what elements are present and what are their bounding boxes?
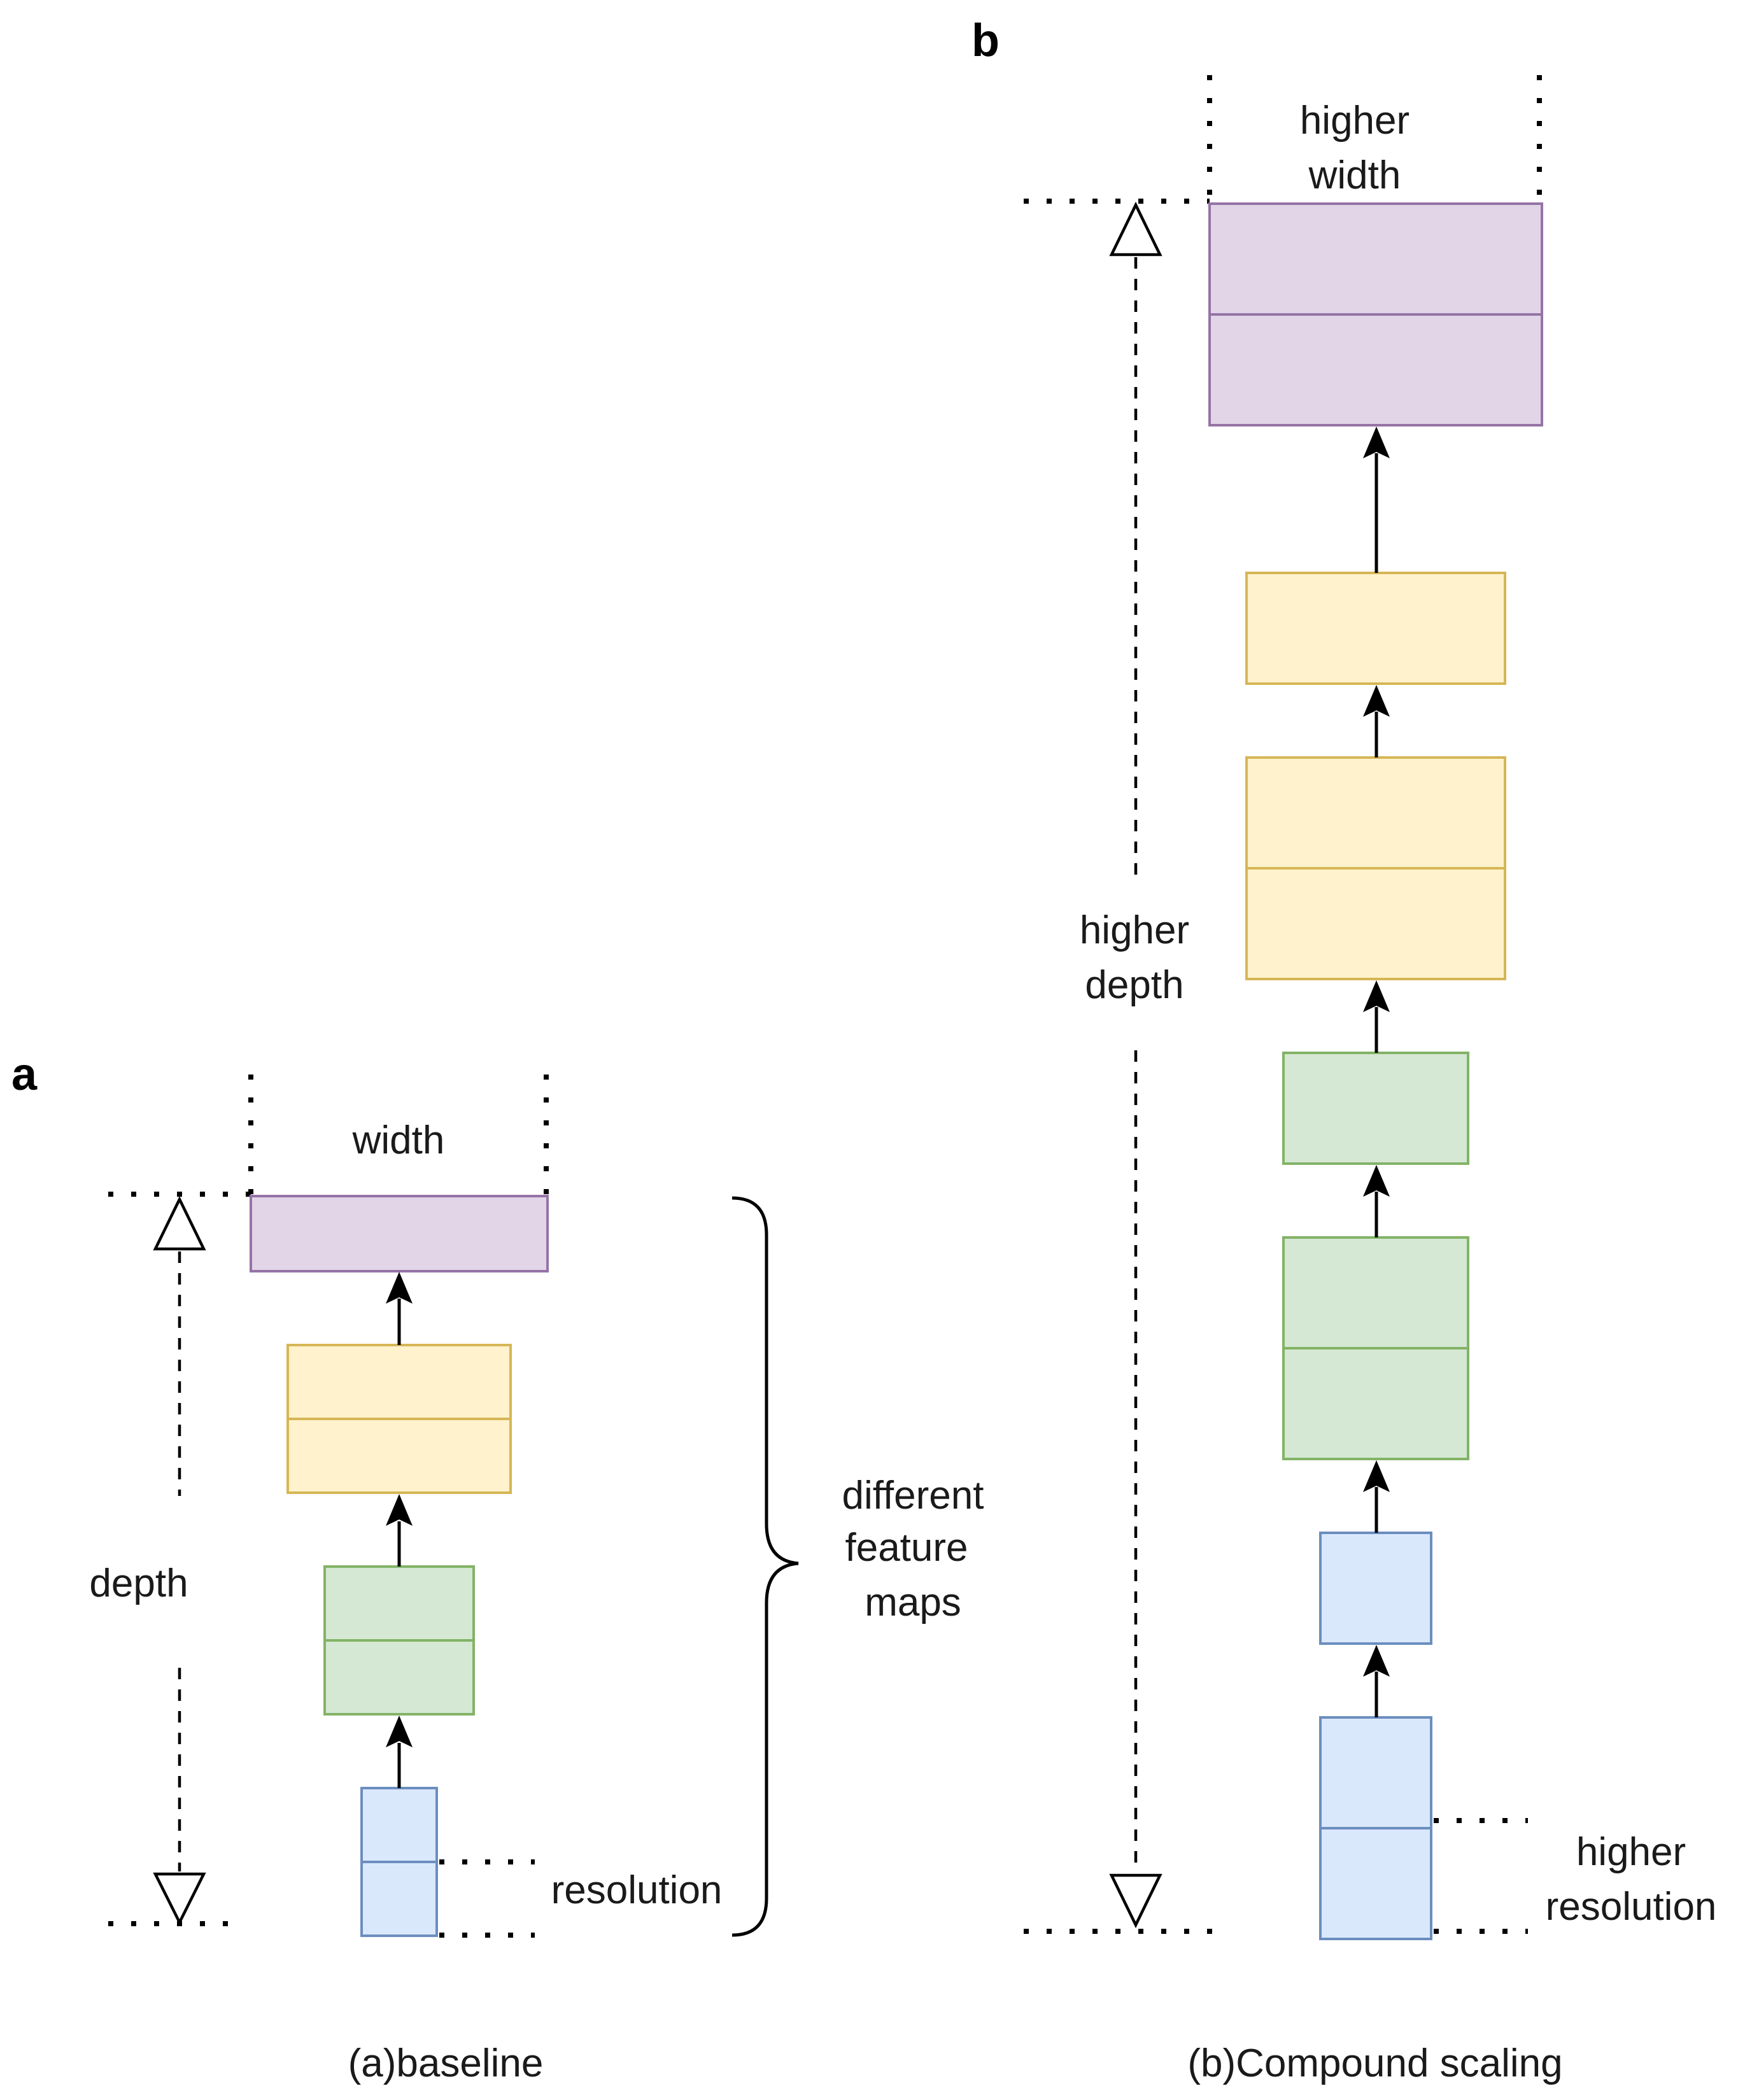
caption-b: (b)Compound scaling bbox=[1187, 2041, 1562, 2085]
panel-a: a width depth bbox=[11, 1049, 984, 2085]
flow-arrow bbox=[1363, 426, 1390, 573]
block-yellow-scaled-2 bbox=[1245, 756, 1506, 980]
flow-arrow bbox=[386, 1716, 413, 1788]
arrowhead-icon bbox=[1363, 1645, 1390, 1677]
brace-label: different feature maps bbox=[842, 1474, 984, 1624]
arrowhead-icon bbox=[386, 1272, 413, 1304]
panel-a-label: a bbox=[11, 1049, 38, 1100]
width-label: width bbox=[352, 1118, 445, 1162]
flow-arrow bbox=[386, 1272, 413, 1345]
block-purple-scaled bbox=[1208, 202, 1543, 426]
block-rect bbox=[1282, 1052, 1469, 1165]
flow-arrow bbox=[1363, 1460, 1390, 1533]
block-yellow-baseline bbox=[286, 1344, 512, 1494]
depth-indicator: depth bbox=[89, 1195, 206, 1926]
block-green-scaled-1 bbox=[1282, 1052, 1469, 1165]
block-blue-baseline bbox=[360, 1787, 438, 1937]
block-rect bbox=[1319, 1532, 1432, 1645]
depth-indicator: higher depth bbox=[1080, 201, 1189, 1929]
block-green-baseline bbox=[323, 1565, 475, 1716]
arrowhead-icon bbox=[1363, 980, 1390, 1012]
arrowhead-icon bbox=[1363, 685, 1390, 717]
depth-arrow-up-icon bbox=[153, 1195, 206, 1251]
resolution-label: resolution bbox=[551, 1868, 723, 1912]
higher-width-label: higher width bbox=[1300, 99, 1409, 197]
arrowhead-icon bbox=[1363, 426, 1390, 458]
higher-resolution-line-1: higher bbox=[1576, 1830, 1686, 1874]
depth-arrow-down-icon bbox=[153, 1872, 206, 1926]
brace-label-line-1: different bbox=[842, 1474, 984, 1518]
brace-label-line-3: maps bbox=[865, 1581, 961, 1624]
depth-arrow-up-icon bbox=[1109, 201, 1162, 257]
block-rect bbox=[250, 1195, 549, 1272]
higher-depth-line-2: depth bbox=[1085, 963, 1183, 1007]
flow-arrow bbox=[1363, 980, 1390, 1053]
panel-b-label: b bbox=[971, 15, 1000, 66]
block-blue-scaled-1 bbox=[1319, 1532, 1432, 1645]
block-yellow-scaled-1 bbox=[1245, 572, 1506, 685]
block-rect bbox=[1245, 572, 1506, 685]
depth-arrow-down-icon bbox=[1109, 1873, 1162, 1929]
block-purple-baseline bbox=[250, 1195, 549, 1272]
arrowhead-icon bbox=[1363, 1460, 1390, 1492]
arrowhead-icon bbox=[386, 1716, 413, 1747]
higher-width-line-1: higher bbox=[1300, 99, 1409, 143]
flow-arrow bbox=[1363, 1645, 1390, 1717]
caption-a: (a)baseline bbox=[348, 2041, 544, 2085]
higher-depth-label: higher depth bbox=[1080, 908, 1189, 1007]
block-blue-scaled-2 bbox=[1319, 1716, 1432, 1940]
flow-arrow bbox=[1363, 1165, 1390, 1237]
flow-arrow bbox=[386, 1494, 413, 1567]
higher-width-line-2: width bbox=[1308, 153, 1401, 197]
higher-resolution-label: higher resolution bbox=[1546, 1830, 1717, 1929]
brace-label-line-2: feature bbox=[845, 1526, 968, 1570]
depth-label: depth bbox=[89, 1561, 188, 1605]
arrowhead-icon bbox=[386, 1494, 413, 1526]
higher-depth-line-1: higher bbox=[1080, 908, 1189, 952]
arrowhead-icon bbox=[1363, 1165, 1390, 1197]
right-brace-icon bbox=[731, 1196, 799, 1937]
flow-arrow bbox=[1363, 685, 1390, 758]
higher-resolution-line-2: resolution bbox=[1546, 1885, 1717, 1929]
panel-b: b higher width higher depth bbox=[971, 15, 1716, 2085]
block-green-scaled-2 bbox=[1282, 1236, 1469, 1460]
